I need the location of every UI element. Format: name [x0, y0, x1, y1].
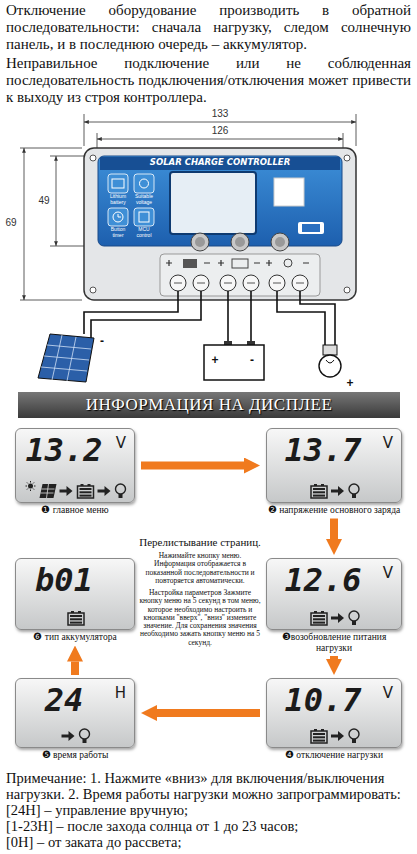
menu-heading: Перелистывание страниц. [138, 536, 262, 548]
icon-label: MCU control [132, 227, 156, 238]
lcd-screen: 10.7V❹ отключение нагрузки [266, 678, 402, 748]
instruction-text: Отключение оборудование производить в об… [6, 2, 411, 53]
screen-caption: ❻ тип аккумулятора [14, 632, 136, 643]
flow-arrow [71, 662, 79, 676]
lcd-unit: H [115, 685, 126, 702]
menu-text: Нажимайте кнопку меню. Информация отобра… [138, 552, 262, 585]
lcd-icons [267, 725, 403, 745]
warning-text: Неправильное подключение или не соблюден… [6, 55, 411, 106]
polarity-mark: - [246, 353, 258, 367]
node-title: SOLAR CHARGE CONTROLLER [84, 157, 356, 167]
lcd-value: 12.6 [267, 562, 379, 598]
note-text: [0H] – от заката до рассвета; [6, 834, 411, 850]
polarity-mark: + [344, 376, 356, 390]
note-text: [1-23H] – после захода солнца от 1 до 23… [6, 818, 411, 834]
lcd-screen: b01❻ тип аккумулятора [15, 558, 135, 630]
note-text: Примечание: 1. Нажмите «вниз» для включе… [6, 770, 411, 802]
dimension-lines [20, 114, 356, 300]
lcd-value: 24 [16, 682, 112, 718]
icon-label: Button timer [106, 227, 130, 238]
lcd-icons [267, 607, 403, 627]
screen-caption: ❹ отключение нагрузки [265, 750, 403, 761]
dimension-label: 126 [200, 125, 240, 137]
lcd-unit: V [383, 565, 393, 582]
lcd-value: 13.7 [267, 432, 379, 468]
flow-arrow [157, 709, 260, 717]
lcd-icons [16, 480, 136, 500]
icon-label: Lithium battery [106, 194, 130, 205]
flow-arrow [330, 656, 338, 659]
note-text: [24H] – управление вручную; [6, 802, 411, 818]
section-banner: ИНФОРМАЦИЯ НА ДИСПЛЕЕ [18, 392, 400, 418]
wires [84, 291, 335, 345]
lcd-icons [267, 480, 403, 500]
dimension-label: 69 [2, 217, 20, 229]
lcd-value: b01 [16, 562, 112, 598]
flow-arrow [330, 519, 338, 540]
lcd-screen: 13.2V❶ главное меню [15, 428, 135, 503]
lcd-icons [16, 607, 136, 627]
polarity-mark: - [97, 334, 107, 348]
icon-label: Suitable voltage [132, 194, 156, 205]
controller-housing: SOLAR CHARGE CONTROLLER [84, 148, 356, 300]
solar-panel [38, 334, 94, 382]
lcd-screen: 13.7V❷ напряжение основного заряда [266, 428, 402, 503]
lcd-unit: V [383, 685, 393, 702]
screen-caption: ❸возобновление питания нагрузки [265, 632, 403, 653]
flow-arrow [141, 462, 244, 470]
battery-symbol [204, 341, 264, 380]
lcd-unit: V [116, 435, 126, 452]
screen-caption: ❶ главное меню [14, 505, 136, 516]
controller-drawing [84, 148, 356, 300]
lcd-screen: 24H❺ время работы [15, 678, 135, 748]
lamp-symbol [319, 345, 341, 377]
lcd-value: 10.7 [267, 682, 379, 718]
dimension-label: 49 [36, 195, 52, 207]
lcd-screen: 12.6V❸возобновление питания нагрузки [266, 558, 402, 630]
dimension-label: 133 [200, 108, 240, 120]
screen-caption: ❺ время работы [14, 750, 136, 761]
lcd-unit: V [383, 435, 393, 452]
lcd-value: 13.2 [16, 432, 112, 468]
lcd-icons [16, 725, 136, 745]
menu-text: Настройка параметров Зажмите кнопку меню… [138, 589, 262, 647]
screen-caption: ❷ напряжение основного заряда [265, 505, 403, 516]
node-title: ИНФОРМАЦИЯ НА ДИСПЛЕЕ [18, 392, 400, 418]
polarity-mark: + [209, 353, 221, 367]
